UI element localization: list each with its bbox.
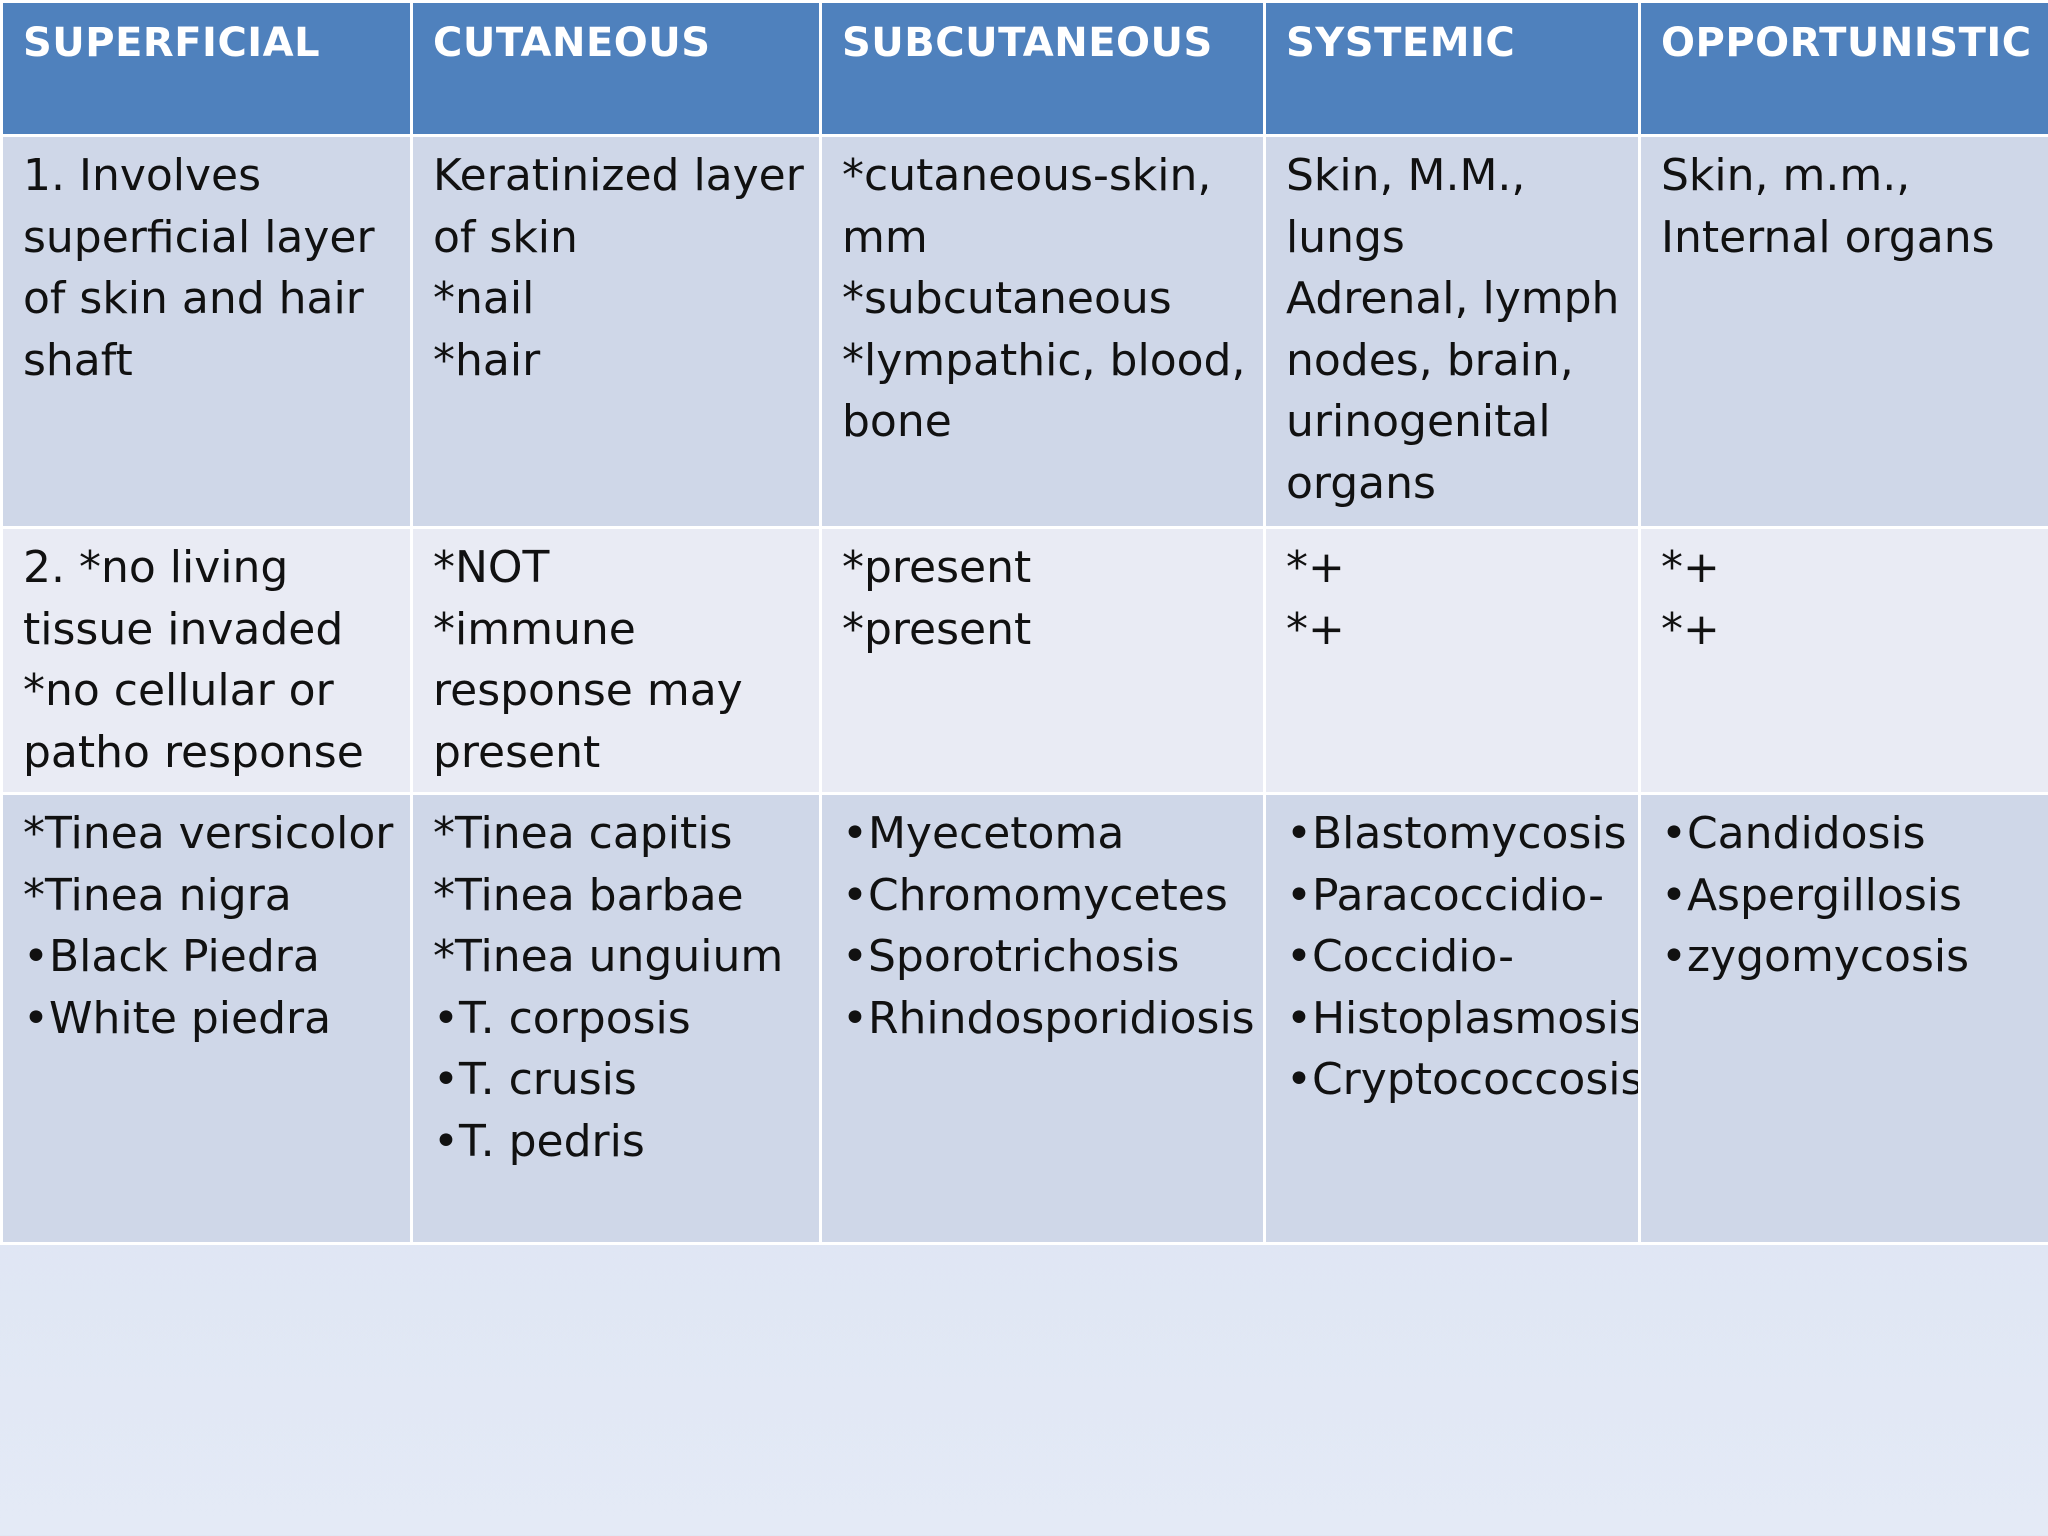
cell-line: mm xyxy=(842,211,928,263)
cell-line: •Black Piedra xyxy=(23,931,320,982)
cell-systemic-response: *+ *+ xyxy=(1263,526,1641,795)
cell-line: Skin, m.m., xyxy=(1661,150,1911,201)
cell-line: •Blastomycosis xyxy=(1286,808,1627,859)
table-row: *Tinea versicolor *Tinea nigra •Black Pi… xyxy=(0,792,2048,1245)
cell-line: *no cellular or xyxy=(23,665,334,716)
cell-line: •T. crusis xyxy=(433,1054,637,1105)
table-row: 1. Involves superficial layer of skin an… xyxy=(0,134,2048,529)
cell-systemic-examples: •Blastomycosis •Paracoccidio- •Coccidio-… xyxy=(1263,792,1641,1245)
cell-line: *lympathic, blood, xyxy=(842,334,1246,386)
cell-line: *Tinea unguium xyxy=(433,931,784,982)
header-row: SUPERFICIAL CUTANEOUS SUBCUTANEOUS SYSTE… xyxy=(0,0,2048,137)
table-row: 2. *no living tissue invaded *no cellula… xyxy=(0,526,2048,795)
cell-cutaneous-site: Keratinized layer of skin *nail *hair xyxy=(410,134,822,529)
cell-line: •White piedra xyxy=(23,992,332,1044)
cell-line: •T. corposis xyxy=(433,992,691,1044)
cell-line: *+ xyxy=(1661,603,1720,655)
cell-line: Adrenal, lymph xyxy=(1286,273,1620,324)
cell-line: •Paracoccidio- xyxy=(1286,869,1605,921)
cell-opportunistic-response: *+ *+ xyxy=(1638,526,2048,795)
cell-superficial-examples: *Tinea versicolor *Tinea nigra •Black Pi… xyxy=(0,792,413,1245)
cell-line: •Chromomycetes xyxy=(842,869,1228,921)
cell-line: *+ xyxy=(1286,603,1345,655)
cell-subcutaneous-examples: •Myecetoma •Chromomycetes •Sporotrichosi… xyxy=(819,792,1266,1245)
cell-line: •Coccidio- xyxy=(1286,931,1514,982)
cell-line: •Aspergillosis xyxy=(1661,869,1962,921)
cell-line: shaft xyxy=(23,334,133,386)
cell-opportunistic-site: Skin, m.m., Internal organs xyxy=(1638,134,2048,529)
cell-line: 2. *no living xyxy=(23,542,289,593)
cell-line: •zygomycosis xyxy=(1661,931,1970,982)
cell-line: *Tinea barbae xyxy=(433,869,744,921)
cell-subcutaneous-site: *cutaneous-skin, mm *subcutaneous *lympa… xyxy=(819,134,1266,529)
cell-superficial-response: 2. *no living tissue invaded *no cellula… xyxy=(0,526,413,795)
cell-superficial-site: 1. Involves superficial layer of skin an… xyxy=(0,134,413,529)
cell-line: Skin, M.M., xyxy=(1286,150,1526,201)
cell-line: *Tinea versicolor xyxy=(23,808,394,859)
cell-line: *Tinea capitis xyxy=(433,808,733,859)
cell-line: *subcutaneous xyxy=(842,273,1172,324)
mycoses-classification-table: SUPERFICIAL CUTANEOUS SUBCUTANEOUS SYSTE… xyxy=(0,0,2048,1245)
cell-line: •Myecetoma xyxy=(842,808,1125,859)
cell-line: organs xyxy=(1286,457,1436,509)
header-superficial: SUPERFICIAL xyxy=(0,0,413,137)
cell-line: 1. Involves xyxy=(23,150,262,201)
header-opportunistic: OPPORTUNISTIC xyxy=(1638,0,2048,137)
cell-line: of skin xyxy=(433,211,578,263)
cell-line: *immune xyxy=(433,603,636,655)
cell-line: bone xyxy=(842,396,952,447)
cell-line: *present xyxy=(842,542,1032,593)
header-systemic: SYSTEMIC xyxy=(1263,0,1641,137)
cell-line: •Histoplasmosis xyxy=(1286,992,1640,1044)
header-cutaneous: CUTANEOUS xyxy=(410,0,822,137)
cell-opportunistic-examples: •Candidosis •Aspergillosis •zygomycosis xyxy=(1638,792,2048,1245)
cell-line: of skin and hair xyxy=(23,273,364,324)
cell-subcutaneous-response: *present *present xyxy=(819,526,1266,795)
cell-line: present xyxy=(433,726,601,778)
cell-line: *present xyxy=(842,603,1032,655)
cell-line: lungs xyxy=(1286,211,1405,263)
cell-line: *hair xyxy=(433,334,541,386)
cell-line: *cutaneous-skin, xyxy=(842,150,1212,201)
cell-line: •T. pedris xyxy=(433,1115,645,1167)
cell-cutaneous-examples: *Tinea capitis *Tinea barbae *Tinea ungu… xyxy=(410,792,822,1245)
cell-line: *NOT xyxy=(433,542,550,593)
cell-line: superficial layer xyxy=(23,211,375,263)
cell-line: *+ xyxy=(1286,542,1345,593)
cell-line: •Cryptococcosis xyxy=(1286,1054,1640,1105)
cell-line: patho response xyxy=(23,726,364,778)
header-subcutaneous: SUBCUTANEOUS xyxy=(819,0,1266,137)
cell-line: Internal organs xyxy=(1661,211,1995,263)
cell-line: *+ xyxy=(1661,542,1720,593)
cell-line: nodes, brain, xyxy=(1286,334,1574,386)
cell-line: •Candidosis xyxy=(1661,808,1926,859)
cell-line: *Tinea nigra xyxy=(23,869,292,921)
cell-line: tissue invaded xyxy=(23,603,344,655)
cell-line: urinogenital xyxy=(1286,396,1551,447)
cell-cutaneous-response: *NOT *immune response may present xyxy=(410,526,822,795)
cell-line: response may xyxy=(433,665,743,716)
cell-line: *nail xyxy=(433,273,535,324)
cell-systemic-site: Skin, M.M., lungs Adrenal, lymph nodes, … xyxy=(1263,134,1641,529)
cell-line: Keratinized layer xyxy=(433,150,804,201)
cell-line: •Sporotrichosis xyxy=(842,931,1180,982)
cell-line: •Rhindosporidiosis xyxy=(842,992,1255,1044)
